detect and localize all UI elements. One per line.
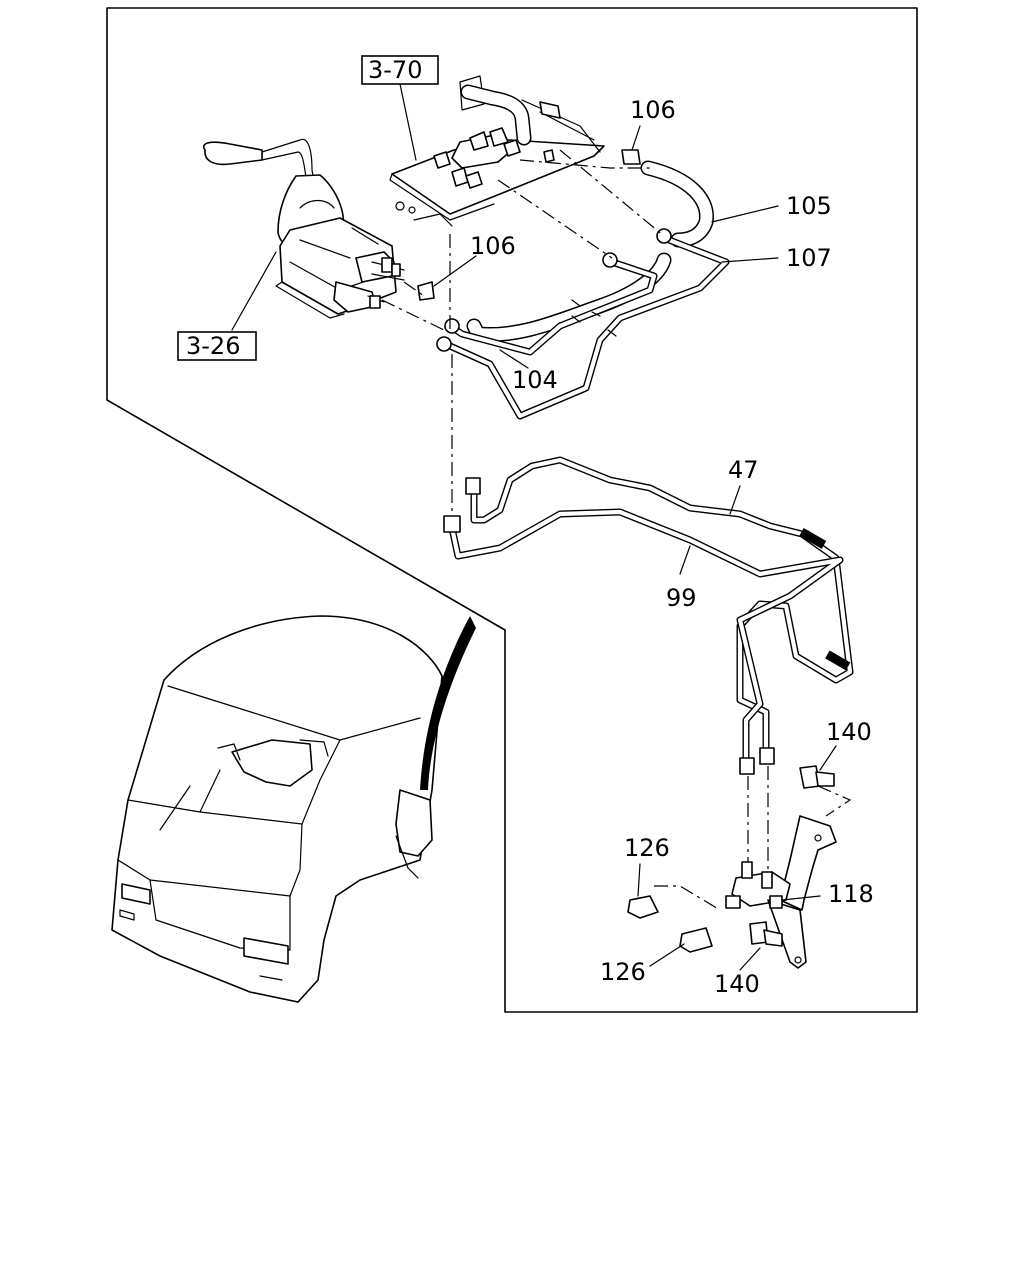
callout-126-top: 126 [624, 834, 670, 862]
pipe-47-sleeve [799, 528, 827, 549]
valve-panel-assembly [389, 75, 605, 227]
cap-126-bottom [679, 927, 713, 953]
clamp-106-top [621, 149, 641, 165]
pipe-107 [446, 234, 730, 420]
clamp-106-mid [417, 281, 435, 301]
callout-99: 99 [666, 584, 697, 612]
callout-47: 47 [728, 456, 759, 484]
bolt-140-top [799, 765, 835, 789]
pipe-99 [448, 508, 844, 764]
ref-box-3-26 [177, 331, 257, 361]
truck-cab-overview [111, 615, 476, 1003]
callout-126-bottom: 126 [600, 958, 646, 986]
cap-126-top [627, 895, 659, 919]
diagram-frame [106, 7, 918, 1013]
pipe-99-sleeve [825, 650, 851, 671]
pipe-47 [470, 456, 854, 758]
ref-box-3-70 [361, 55, 439, 85]
callout-118: 118 [828, 880, 874, 908]
upper-fittings [436, 228, 672, 352]
pipe-end-fittings [443, 477, 775, 775]
callout-105: 105 [786, 192, 832, 220]
connection-lines-upper [381, 149, 665, 514]
ref-3-70-label: 3-70 [368, 56, 422, 84]
leader-lines [231, 83, 837, 971]
shift-control-assembly [203, 138, 405, 319]
callout-104: 104 [512, 366, 558, 394]
valve-block-118 [725, 815, 837, 969]
connection-lines-lower [654, 766, 852, 911]
callout-106-mid: 106 [470, 232, 516, 260]
callout-140-bottom: 140 [714, 970, 760, 998]
bolt-140-bottom [749, 921, 783, 947]
callout-140-top: 140 [826, 718, 872, 746]
callout-107: 107 [786, 244, 832, 272]
ref-3-26-label: 3-26 [186, 332, 240, 360]
callout-106-top: 106 [630, 96, 676, 124]
